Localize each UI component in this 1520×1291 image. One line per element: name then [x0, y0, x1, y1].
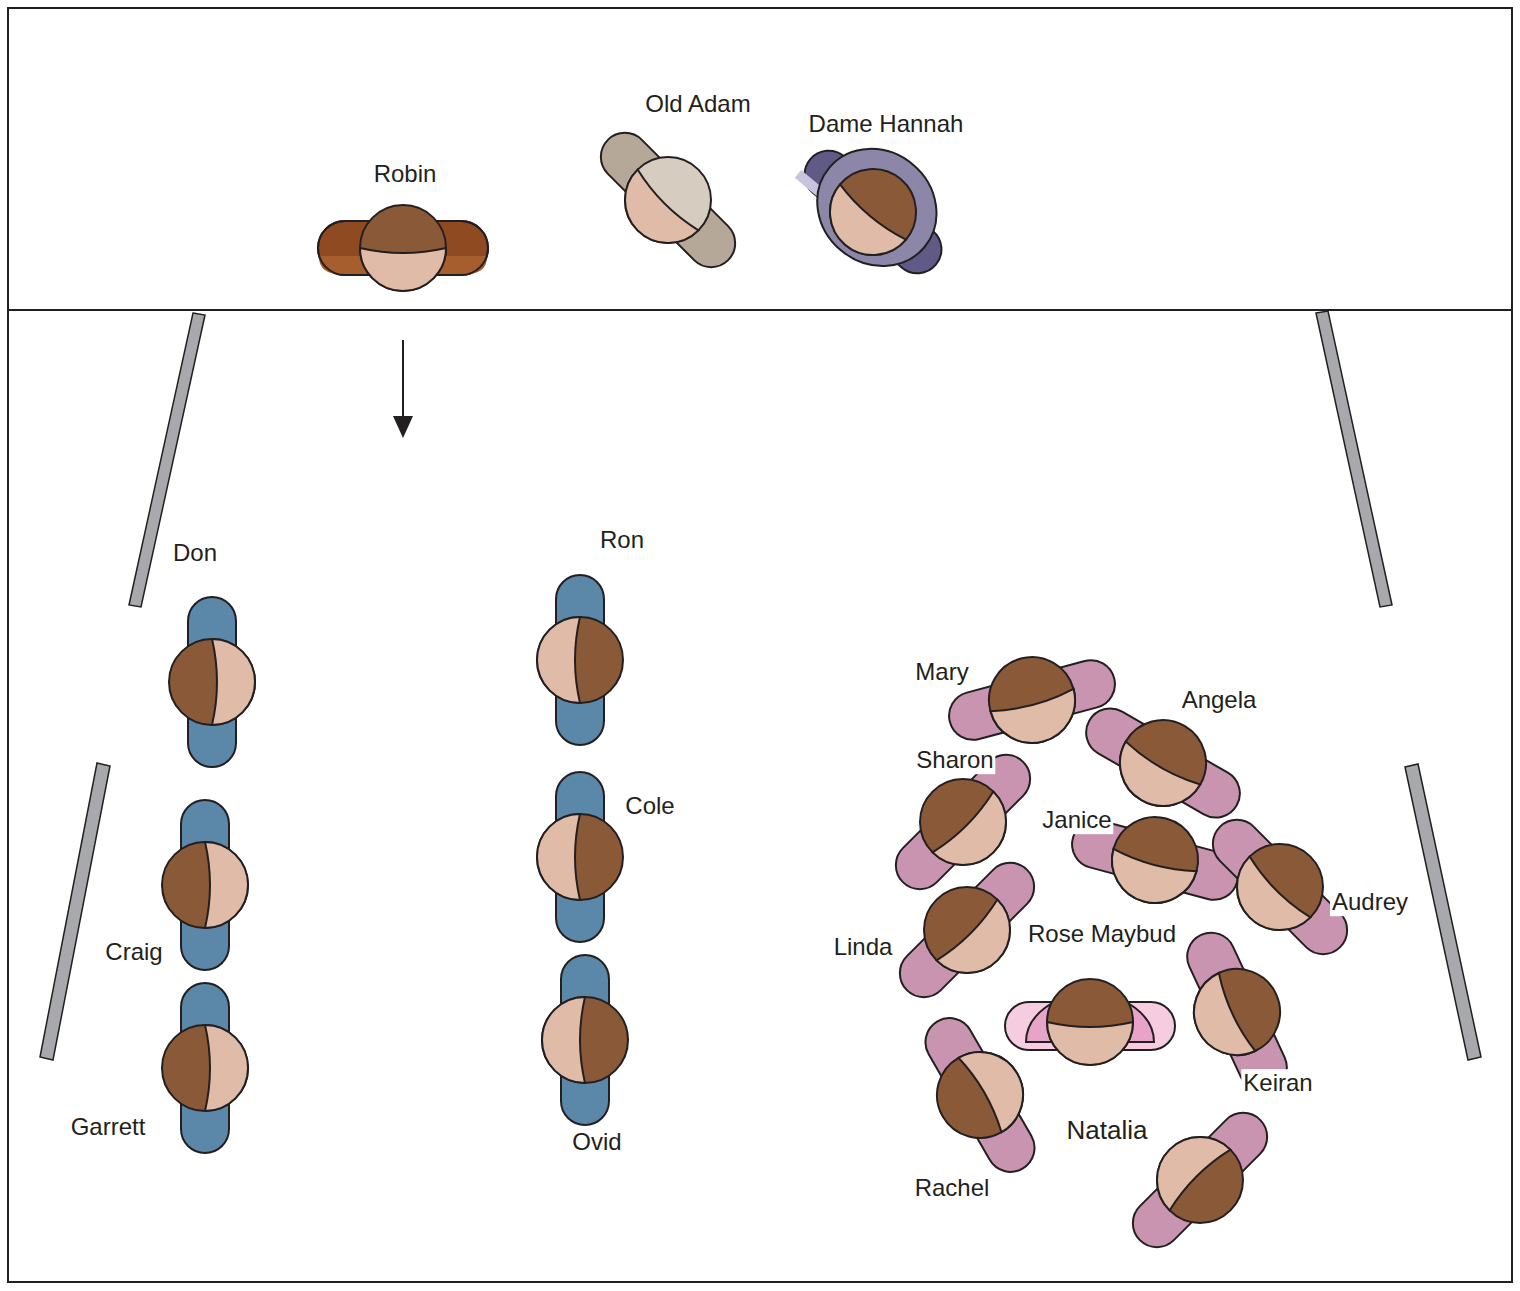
actor-figure	[537, 772, 623, 942]
frame	[8, 8, 1512, 1282]
actor-figure	[1005, 979, 1175, 1065]
actor-figure	[542, 955, 628, 1125]
wing-flat	[1405, 764, 1481, 1060]
actor-figure	[162, 800, 248, 970]
wing-flat	[1316, 311, 1392, 607]
actor-figure	[169, 597, 255, 767]
actor-figure	[318, 205, 488, 291]
actor-name: Cole	[623, 792, 676, 820]
movement-arrow	[402, 340, 404, 425]
actor-name: Craig	[103, 938, 164, 966]
actor-name: Garrett	[69, 1113, 148, 1141]
actor-figure	[577, 109, 758, 290]
stage-edge	[8, 309, 1512, 311]
actor-name: Mary	[913, 658, 970, 686]
actor-name: Rose Maybud	[1026, 920, 1178, 948]
actor-name: Robin	[372, 160, 439, 188]
actor-name: Ron	[598, 526, 646, 554]
actor-figure	[900, 1000, 1059, 1190]
actor-name: Rachel	[913, 1174, 992, 1202]
actor-figure	[778, 112, 976, 303]
actor-name: Keiran	[1241, 1069, 1314, 1097]
actor-name: Don	[171, 539, 219, 567]
actor-figure	[162, 983, 248, 1153]
actor-name: Sharon	[914, 746, 995, 774]
arrow-head	[393, 416, 413, 438]
actor-figure	[537, 575, 623, 745]
actor-name: Angela	[1180, 686, 1259, 714]
wing-flat	[40, 763, 110, 1060]
actor-name: Dame Hannah	[807, 110, 966, 138]
actor-name: Natalia	[1065, 1116, 1150, 1146]
actor-name: Ovid	[570, 1128, 623, 1156]
actor-name: Linda	[832, 933, 895, 961]
actor-name: Audrey	[1330, 888, 1410, 916]
actor-name: Janice	[1040, 806, 1113, 834]
actor-name: Old Adam	[643, 90, 752, 118]
